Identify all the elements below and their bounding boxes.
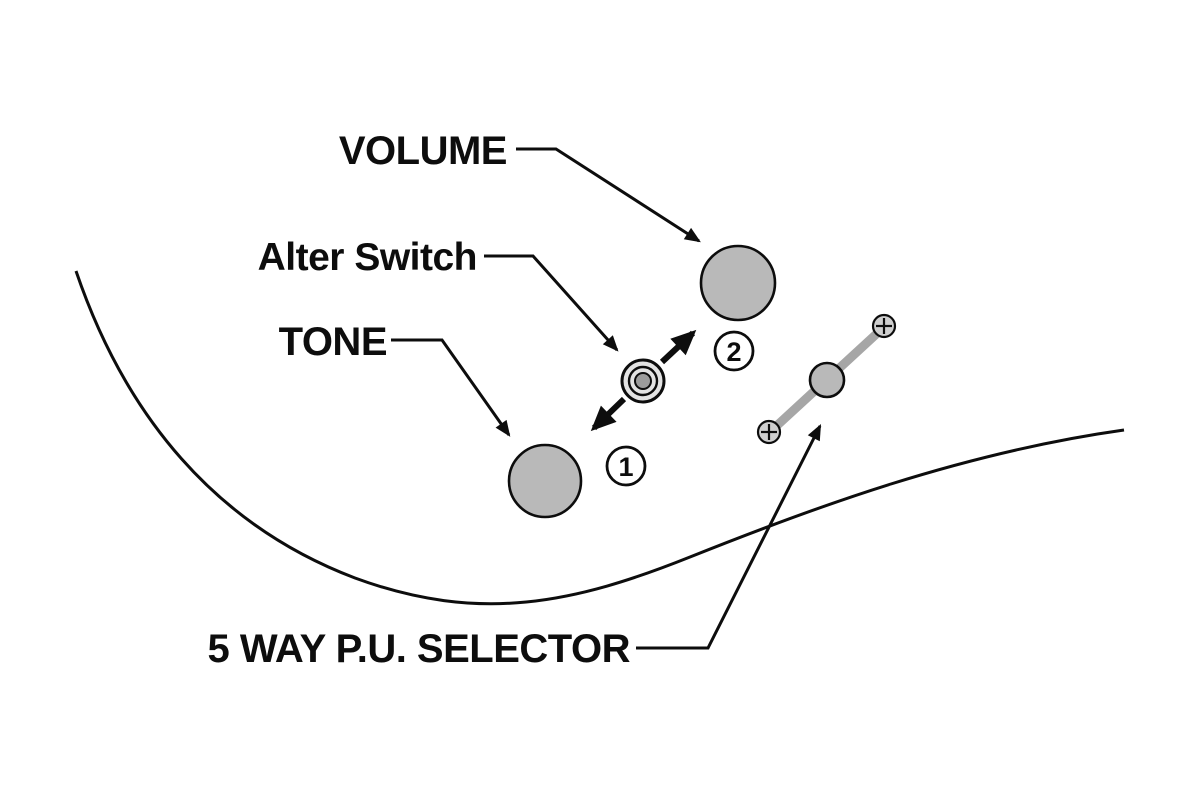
tone-knob <box>507 443 583 519</box>
volume-label: VOLUME <box>339 129 507 173</box>
switch-direction-arrow-down-icon <box>590 396 627 432</box>
position-2-circle <box>713 330 755 372</box>
selector-screw-bottom-icon <box>756 419 782 445</box>
volume-knob <box>699 244 777 322</box>
alter-switch-center <box>634 372 652 390</box>
selector-screw-top-icon <box>871 313 897 339</box>
selector-leader-line <box>636 424 822 650</box>
guitar-body-outline <box>74 270 1125 606</box>
position-2-badge: 2 <box>713 330 755 372</box>
position-1-number: 1 <box>618 452 633 482</box>
selector-lever-knob <box>808 361 846 399</box>
alter-switch-label: Alter Switch <box>258 236 477 279</box>
tone-label: TONE <box>279 320 387 364</box>
volume-leader-line <box>516 147 701 243</box>
alter-switch-middle-ring <box>627 365 659 397</box>
tone-leader-line <box>391 338 511 437</box>
alter-switch-leader-line <box>484 254 619 352</box>
alter-switch <box>620 358 666 404</box>
position-1-circle <box>605 445 647 487</box>
selector-label: 5 WAY P.U. SELECTOR <box>207 627 630 671</box>
position-2-number: 2 <box>726 337 741 367</box>
switch-direction-arrow-up-icon <box>659 329 697 365</box>
pickup-selector <box>756 313 897 445</box>
position-1-badge: 1 <box>605 445 647 487</box>
